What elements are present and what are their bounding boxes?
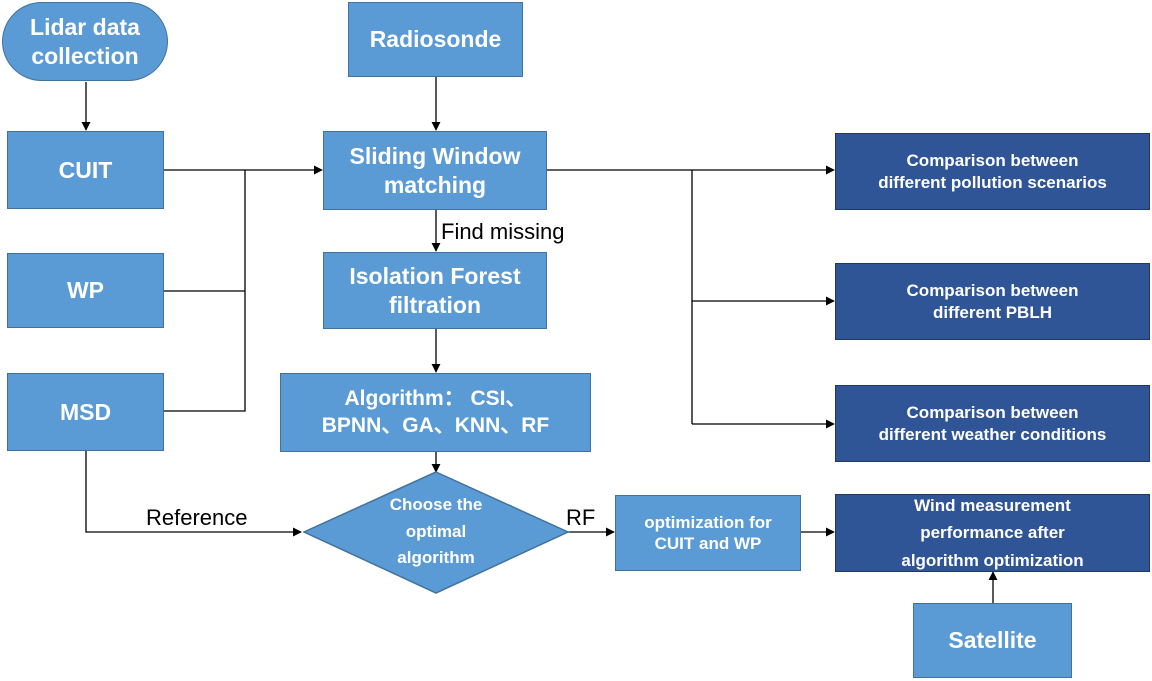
choose-diamond	[302, 471, 570, 594]
cuit-node: CUIT	[7, 131, 164, 209]
pollution-line-2: different pollution scenarios	[878, 172, 1107, 192]
edge-msd-choose	[85, 451, 302, 537]
radiosonde-label: Radiosonde	[369, 26, 502, 53]
lidar-data-collection-node: Lidar data collection	[2, 2, 168, 81]
optimization-line-1: optimization for	[644, 512, 772, 532]
radiosonde-node: Radiosonde	[348, 2, 523, 77]
algorithm-line-2: BPNN、GA、KNN、RF	[321, 413, 550, 437]
weather-line-2: different weather conditions	[878, 424, 1107, 444]
pblh-line-1: Comparison between	[906, 281, 1079, 301]
msd-label: MSD	[59, 398, 112, 425]
wind-measurement-node: Wind measurement performance after algor…	[835, 494, 1150, 572]
satellite-label: Satellite	[948, 627, 1037, 654]
choose-line-2: optimal	[405, 521, 467, 541]
choose-algorithm-text: Choose the optimal algorithm	[356, 484, 516, 580]
lidar-line-2: collection	[31, 42, 139, 69]
isolation-line-1: Isolation Forest	[349, 262, 521, 289]
optimization-node: optimization for CUIT and WP	[615, 495, 801, 571]
satellite-node: Satellite	[913, 603, 1072, 678]
optimization-line-2: CUIT and WP	[654, 534, 762, 553]
pblh-line-2: different PBLH	[932, 302, 1052, 322]
algorithm-node: Algorithm： CSI、 BPNN、GA、KNN、RF	[280, 373, 591, 452]
lidar-line-1: Lidar data	[30, 13, 140, 40]
choose-line-3: algorithm	[397, 548, 475, 568]
comparison-pblh-node: Comparison between different PBLH	[835, 263, 1150, 340]
wind-line-2: performance after	[920, 523, 1065, 543]
weather-line-1: Comparison between	[906, 403, 1079, 423]
find-missing-label: Find missing	[441, 219, 565, 244]
sliding-window-node: Sliding Window matching	[323, 131, 547, 210]
sliding-line-2: matching	[383, 171, 487, 198]
isolation-forest-node: Isolation Forest filtration	[323, 252, 547, 329]
wp-label: WP	[66, 277, 105, 304]
isolation-line-2: filtration	[389, 291, 481, 318]
msd-node: MSD	[7, 373, 164, 451]
cuit-label: CUIT	[58, 156, 113, 183]
comparison-pollution-node: Comparison between different pollution s…	[835, 133, 1150, 210]
wind-line-3: algorithm optimization	[901, 550, 1084, 570]
pollution-line-1: Comparison between	[906, 151, 1079, 171]
sliding-line-1: Sliding Window	[349, 142, 521, 169]
choose-line-1: Choose the	[389, 495, 483, 515]
rf-label: RF	[566, 505, 596, 530]
edge-msd-merge	[164, 170, 246, 412]
wp-node: WP	[7, 253, 164, 328]
wind-line-1: Wind measurement	[914, 496, 1071, 516]
comparison-weather-node: Comparison between different weather con…	[835, 385, 1150, 462]
algorithm-line-1: Algorithm： CSI、	[344, 387, 527, 411]
reference-label: Reference	[146, 505, 248, 530]
